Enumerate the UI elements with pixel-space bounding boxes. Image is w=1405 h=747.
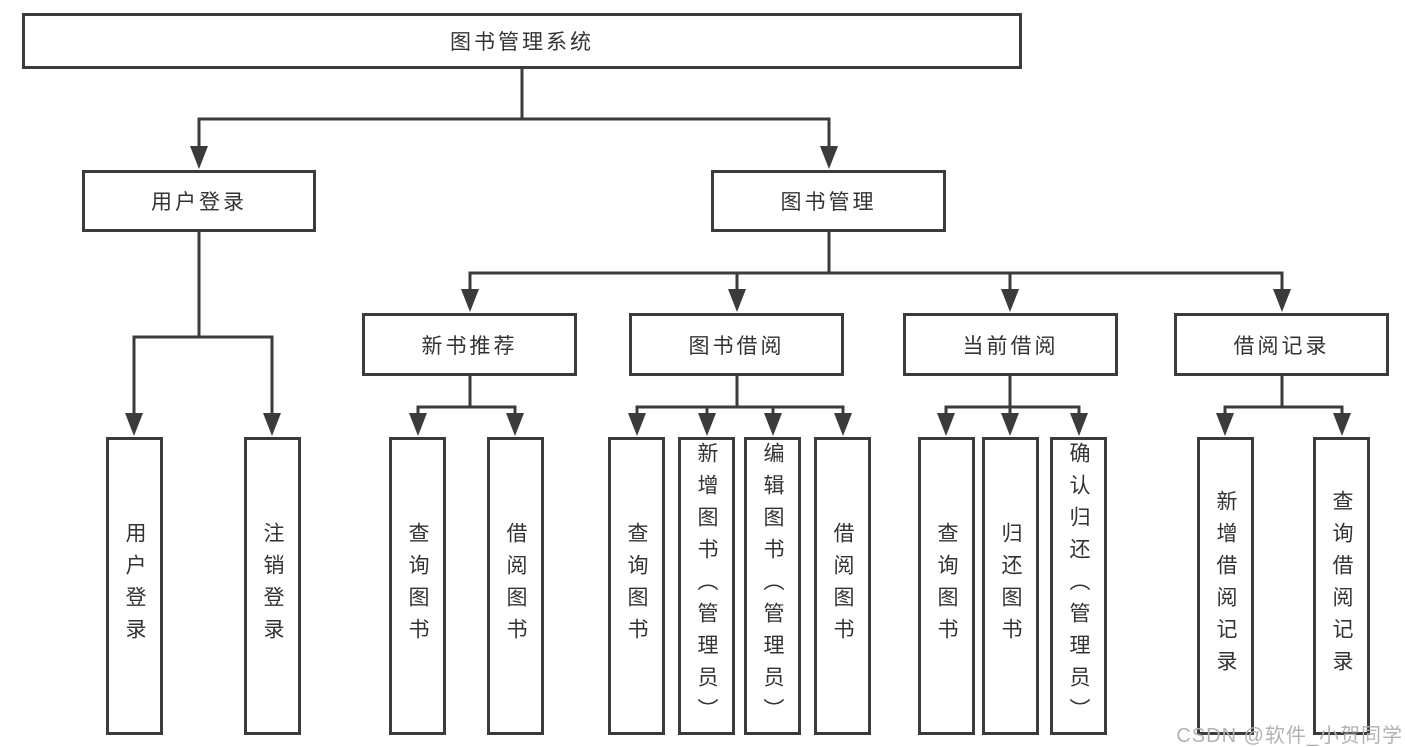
arrow-icon: [1001, 289, 1019, 312]
node-label: 借阅记录: [1233, 334, 1330, 358]
node-label: 借阅图书: [831, 522, 854, 650]
node-label: 当前借阅: [962, 334, 1059, 358]
arrow-icon: [1001, 413, 1019, 436]
node-label: 用户登录: [151, 191, 247, 214]
arrow-icon: [698, 413, 716, 436]
node-label: 新增图书（管理员）: [695, 442, 718, 730]
node-label: 注销登录: [261, 522, 284, 650]
leaf-borrow-books-2: 借阅图书: [814, 437, 871, 735]
arrow-icon: [1333, 413, 1351, 436]
node-label: 图书管理系统: [450, 31, 594, 54]
arrowheads: [125, 146, 1351, 436]
node-label: 查询图书: [935, 522, 958, 650]
arrow-icon: [125, 413, 143, 436]
leaf-query-books-2: 查询图书: [608, 437, 665, 735]
node-new-book-recommend: 新书推荐: [362, 313, 577, 376]
node-label: 借阅图书: [504, 522, 527, 650]
leaf-borrow-books-1: 借阅图书: [487, 437, 544, 735]
node-label: 查询借阅记录: [1330, 490, 1353, 682]
node-current-borrowing: 当前借阅: [903, 313, 1118, 376]
node-label: 查询图书: [625, 522, 648, 650]
arrow-icon: [628, 413, 646, 436]
leaf-query-borrow-record: 查询借阅记录: [1313, 437, 1370, 735]
arrow-icon: [1273, 289, 1291, 312]
arrow-icon: [937, 413, 955, 436]
leaf-edit-book-admin: 编辑图书（管理员）: [744, 437, 801, 735]
arrow-icon: [506, 413, 524, 436]
arrow-icon: [820, 146, 838, 169]
arrow-icon: [764, 413, 782, 436]
node-label: 新增借阅记录: [1214, 490, 1237, 682]
arrow-icon: [834, 413, 852, 436]
node-label: 新书推荐: [421, 334, 518, 358]
arrow-icon: [263, 413, 281, 436]
arrow-icon: [190, 146, 208, 169]
arrow-icon: [409, 413, 427, 436]
leaf-query-books-1: 查询图书: [389, 437, 446, 735]
node-label: 编辑图书（管理员）: [761, 442, 784, 730]
node-library-system: 图书管理系统: [22, 13, 1022, 69]
leaf-query-books-3: 查询图书: [918, 437, 975, 735]
arrow-icon: [1070, 413, 1088, 436]
leaf-add-book-admin: 新增图书（管理员）: [678, 437, 735, 735]
node-borrowing-records: 借阅记录: [1174, 313, 1389, 376]
node-label: 图书借阅: [688, 334, 785, 358]
node-label: 用户登录: [123, 522, 146, 650]
arrow-icon: [1216, 413, 1234, 436]
arrow-icon: [728, 289, 746, 312]
node-book-management: 图书管理: [711, 170, 946, 232]
leaf-user-login: 用户登录: [106, 437, 163, 735]
arrow-icon: [461, 289, 479, 312]
node-user-login-branch: 用户登录: [82, 170, 316, 232]
node-book-borrowing: 图书借阅: [629, 313, 844, 376]
watermark: CSDN @软件_小贺同学: [1176, 725, 1403, 747]
node-label: 查询图书: [406, 522, 429, 650]
node-label: 图书管理: [780, 191, 877, 214]
node-label: 确认归还（管理员）: [1067, 442, 1090, 730]
leaf-logout: 注销登录: [244, 437, 301, 735]
leaf-return-books: 归还图书: [982, 437, 1039, 735]
leaf-add-borrow-record: 新增借阅记录: [1197, 437, 1254, 735]
node-label: 归还图书: [999, 522, 1022, 650]
leaf-confirm-return-admin: 确认归还（管理员）: [1050, 437, 1107, 735]
